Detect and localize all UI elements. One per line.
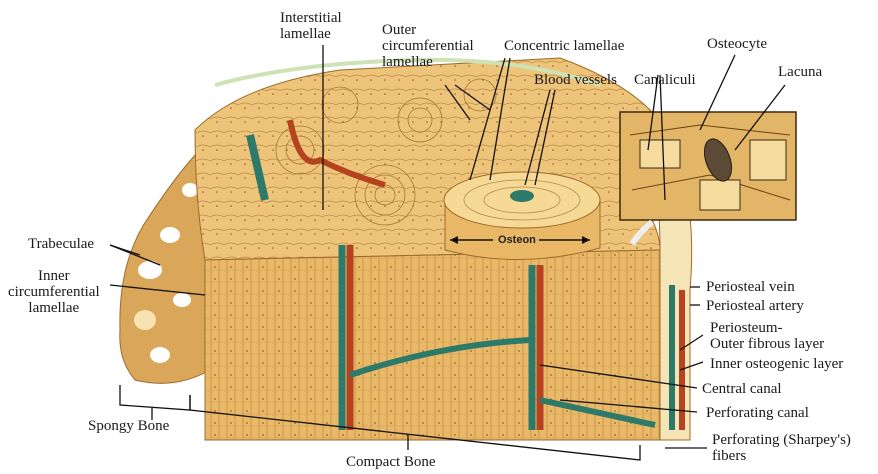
label-inner-circumferential-lamellae: Inner circumferential lamellae: [8, 268, 100, 316]
label-periosteal-artery: Periosteal artery: [706, 298, 804, 314]
label-periosteum-outer-fibrous-layer: Periosteum- Outer fibrous layer: [710, 320, 824, 352]
label-osteon: Osteon: [498, 234, 536, 246]
label-concentric-lamellae: Concentric lamellae: [504, 38, 624, 54]
label-periosteal-vein: Periosteal vein: [706, 279, 795, 295]
label-compact-bone: Compact Bone: [346, 454, 436, 470]
label-osteocyte: Osteocyte: [707, 36, 767, 52]
bracket-spongy: [120, 385, 190, 420]
label-perforating-canal: Perforating canal: [706, 405, 809, 421]
label-central-canal: Central canal: [702, 381, 782, 397]
inset-magnification: [620, 112, 796, 244]
label-inner-osteogenic-layer: Inner osteogenic layer: [710, 356, 843, 372]
label-outer-circumferential-lamellae: Outer circumferential lamellae: [382, 22, 474, 70]
label-blood-vessels: Blood vessels: [534, 72, 617, 88]
label-trabeculae: Trabeculae: [28, 236, 94, 252]
label-lacuna: Lacuna: [778, 64, 822, 80]
label-interstitial-lamellae: Interstitial lamellae: [280, 10, 342, 42]
label-canaliculi: Canaliculi: [634, 72, 696, 88]
label-perforating-sharpeys-fibers: Perforating (Sharpey's) fibers: [712, 432, 851, 464]
label-spongy-bone: Spongy Bone: [88, 418, 169, 434]
